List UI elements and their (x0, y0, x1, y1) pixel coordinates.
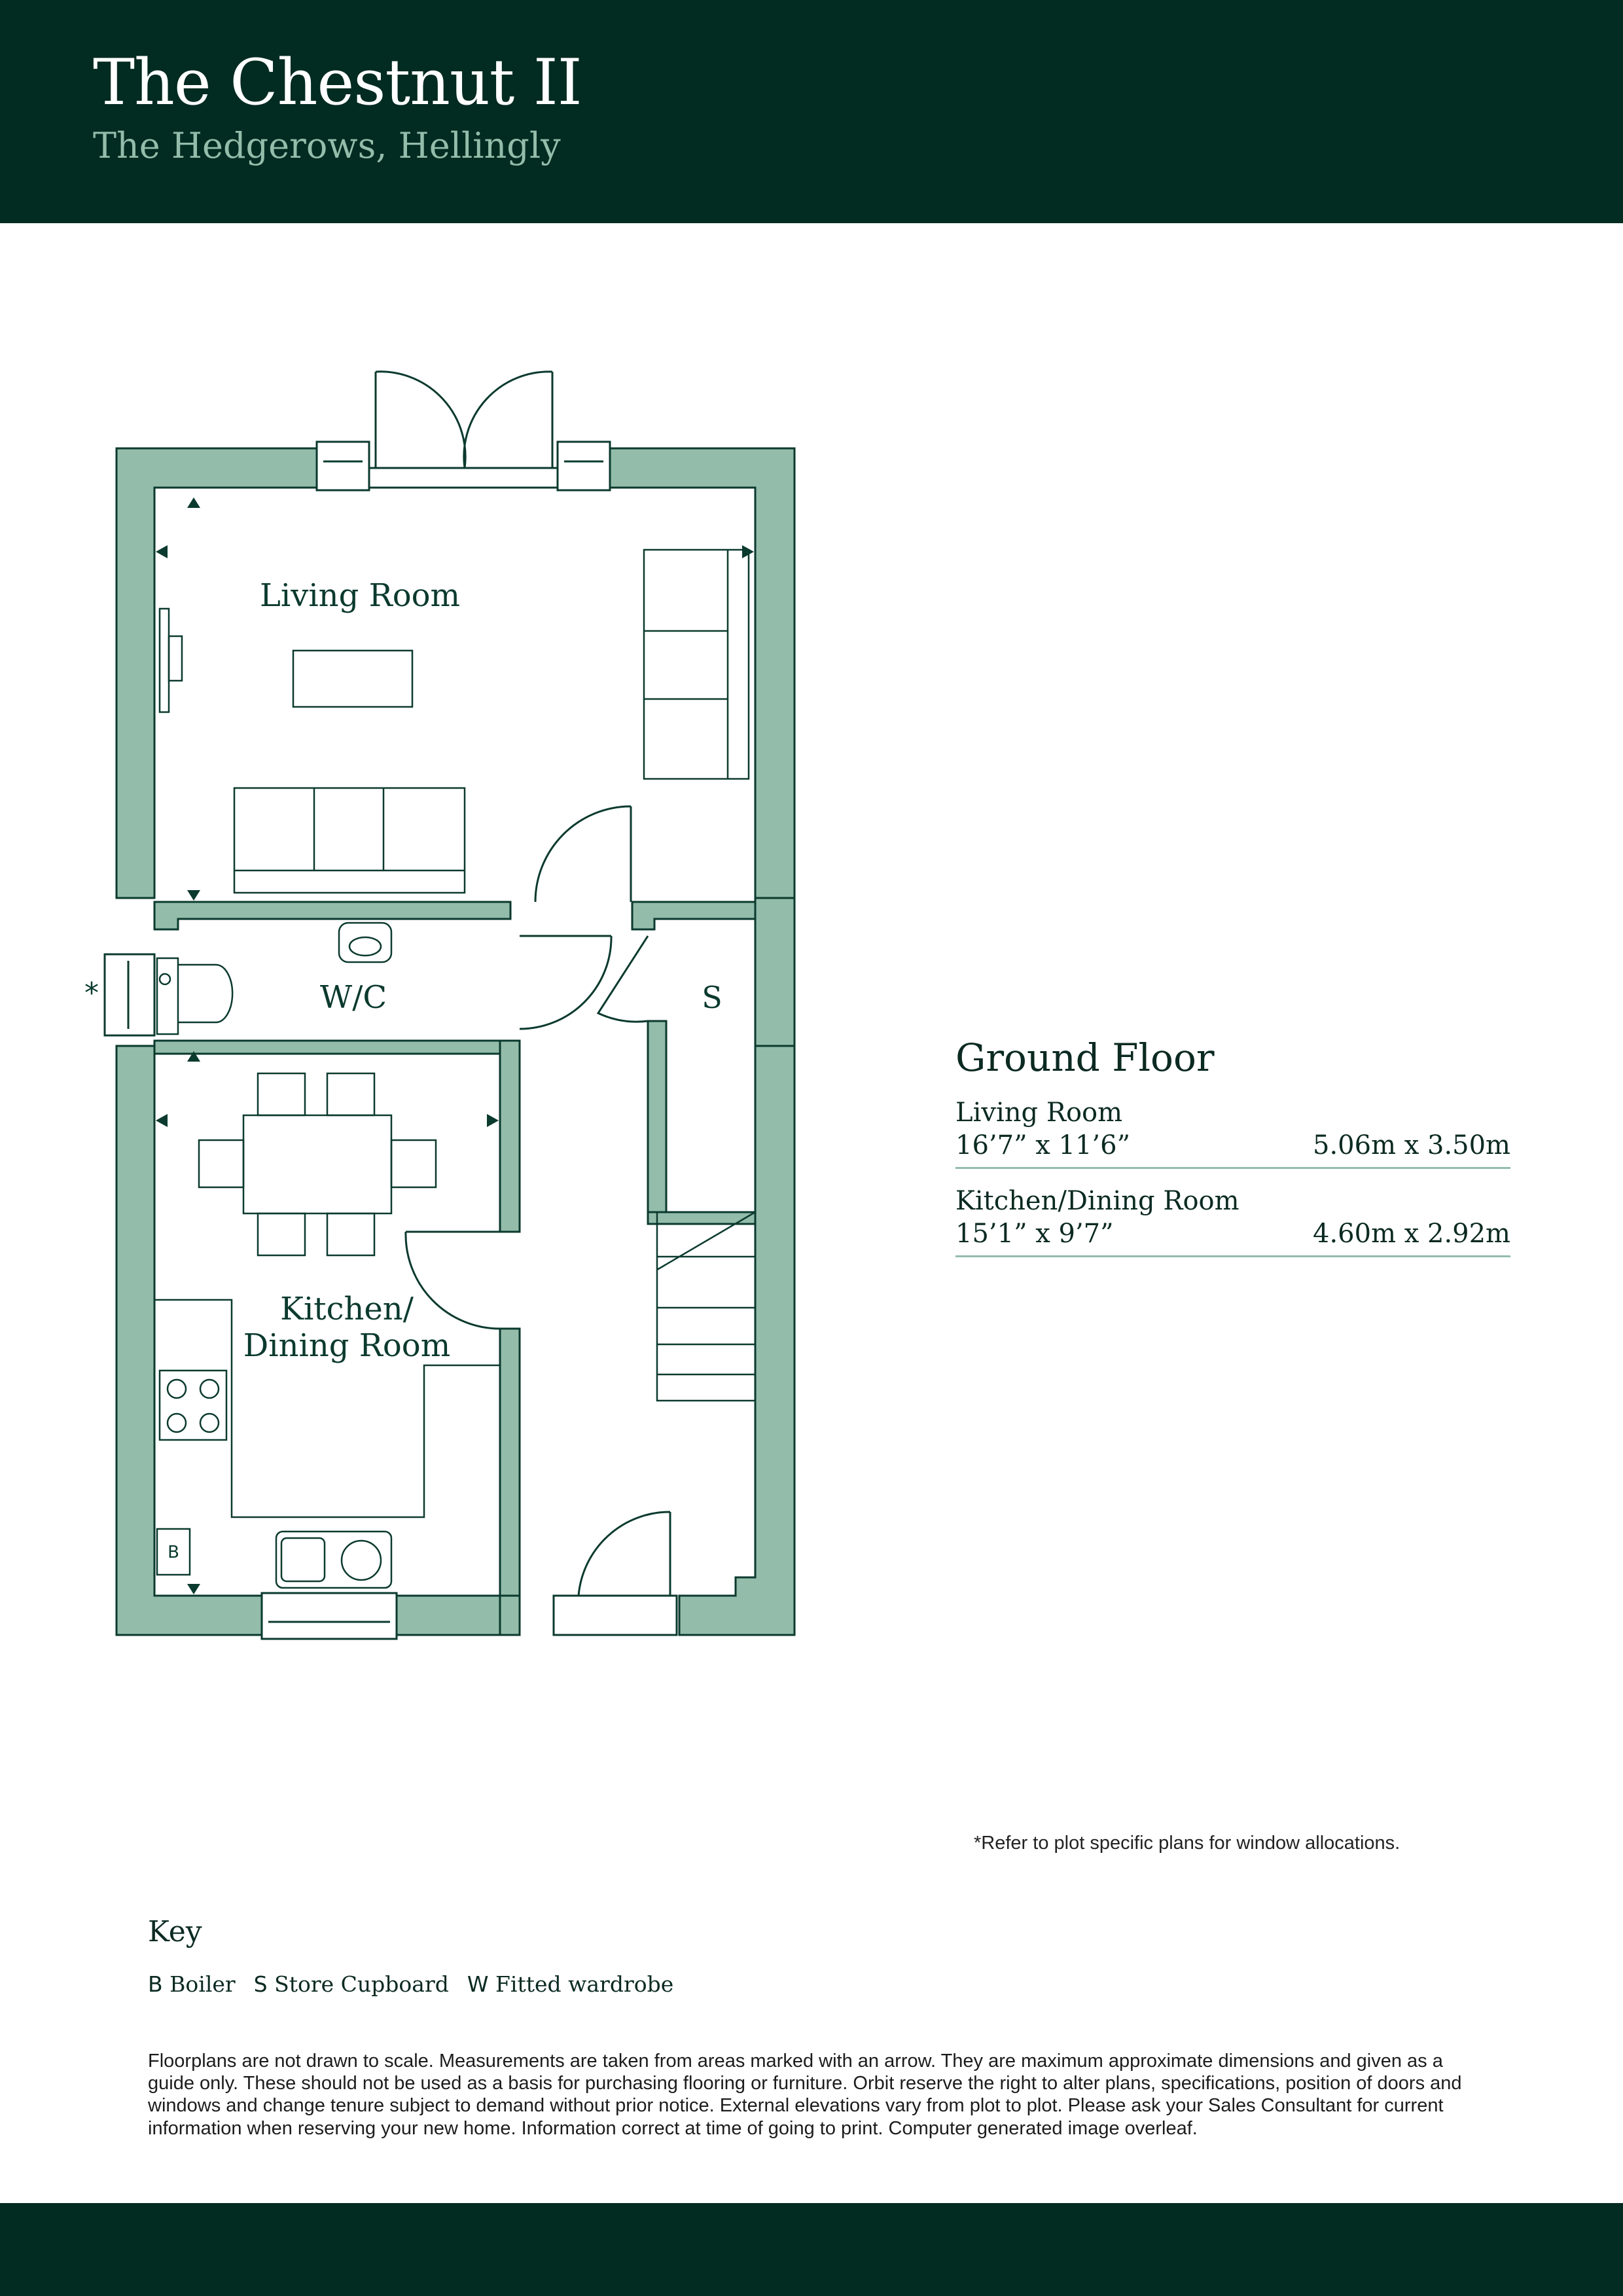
schedule-metric: 4.60m x 2.92m (1313, 1218, 1510, 1249)
schedule-metric: 5.06m x 3.50m (1313, 1130, 1510, 1160)
inner-wall (153, 901, 512, 931)
inner-wall (631, 901, 757, 931)
room-schedule: Ground Floor Living Room 16’7” x 11’6” 5… (955, 1037, 1510, 1270)
window-mark: * (84, 977, 99, 1010)
sofa (233, 787, 466, 894)
schedule-imperial: 15’1” x 9’7” (955, 1218, 1114, 1249)
window (315, 440, 370, 492)
page-subtitle: The Hedgerows, Hellingly (93, 125, 561, 166)
key-item: W Fitted wardrobe (467, 1971, 674, 1997)
outer-wall (499, 1594, 521, 1636)
sofa (643, 548, 750, 780)
room-label-wc: W/C (320, 979, 387, 1016)
window (556, 440, 611, 492)
schedule-imperial: 16’7” x 11’6” (955, 1130, 1131, 1160)
window-note: *Refer to plot specific plans for window… (974, 1833, 1400, 1854)
inner-wall (499, 1039, 521, 1233)
toilet (156, 957, 179, 1035)
inner-wall (647, 1020, 668, 1213)
schedule-room-name: Kitchen/Dining Room (955, 1185, 1240, 1216)
basin (338, 922, 393, 963)
footer-bar (0, 2203, 1623, 2296)
outer-wall (754, 897, 796, 1047)
hob (158, 1369, 228, 1441)
window (260, 1592, 398, 1640)
room-label-store: S (702, 980, 722, 1015)
inner-wall (153, 1039, 521, 1055)
window (552, 1594, 678, 1636)
inner-wall (499, 1327, 521, 1597)
sink (275, 1530, 393, 1589)
page-title: The Chestnut II (93, 46, 582, 119)
key-item: S Store Cupboard (253, 1971, 449, 1997)
schedule-row: Living Room 16’7” x 11’6” 5.06m x 3.50m (955, 1094, 1510, 1169)
key-list: B Boiler S Store Cupboard W Fitted wardr… (148, 1971, 673, 1997)
fireplace (158, 607, 170, 713)
outer-wall (115, 447, 318, 899)
schedule-room-name: Living Room (955, 1097, 1123, 1128)
key-item: B Boiler (148, 1971, 236, 1997)
key-title: Key (148, 1915, 202, 1948)
window (103, 953, 156, 1037)
disclaimer-text: Floorplans are not drawn to scale. Measu… (148, 2051, 1462, 2139)
dining-table (242, 1114, 393, 1215)
coffee-table (292, 649, 414, 708)
room-label-living: Living Room (260, 577, 460, 614)
schedule-title: Ground Floor (955, 1035, 1215, 1080)
boiler (156, 1528, 191, 1576)
floor-plan: Living Room W/C S Kitchen/ Dining Room B… (84, 370, 796, 1640)
room-label-kitchen: Dining Room (243, 1327, 450, 1364)
window (368, 467, 559, 489)
worktop (154, 1299, 500, 1518)
outer-wall (394, 1594, 501, 1636)
boiler-label: B (168, 1543, 179, 1562)
header-bar: The Chestnut II The Hedgerows, Hellingly (0, 0, 1623, 223)
room-label-kitchen: Kitchen/ (280, 1291, 414, 1327)
inner-wall (647, 1211, 757, 1225)
stairs (656, 1211, 756, 1402)
schedule-row: Kitchen/Dining Room 15’1” x 9’7” 4.60m x… (955, 1182, 1510, 1257)
